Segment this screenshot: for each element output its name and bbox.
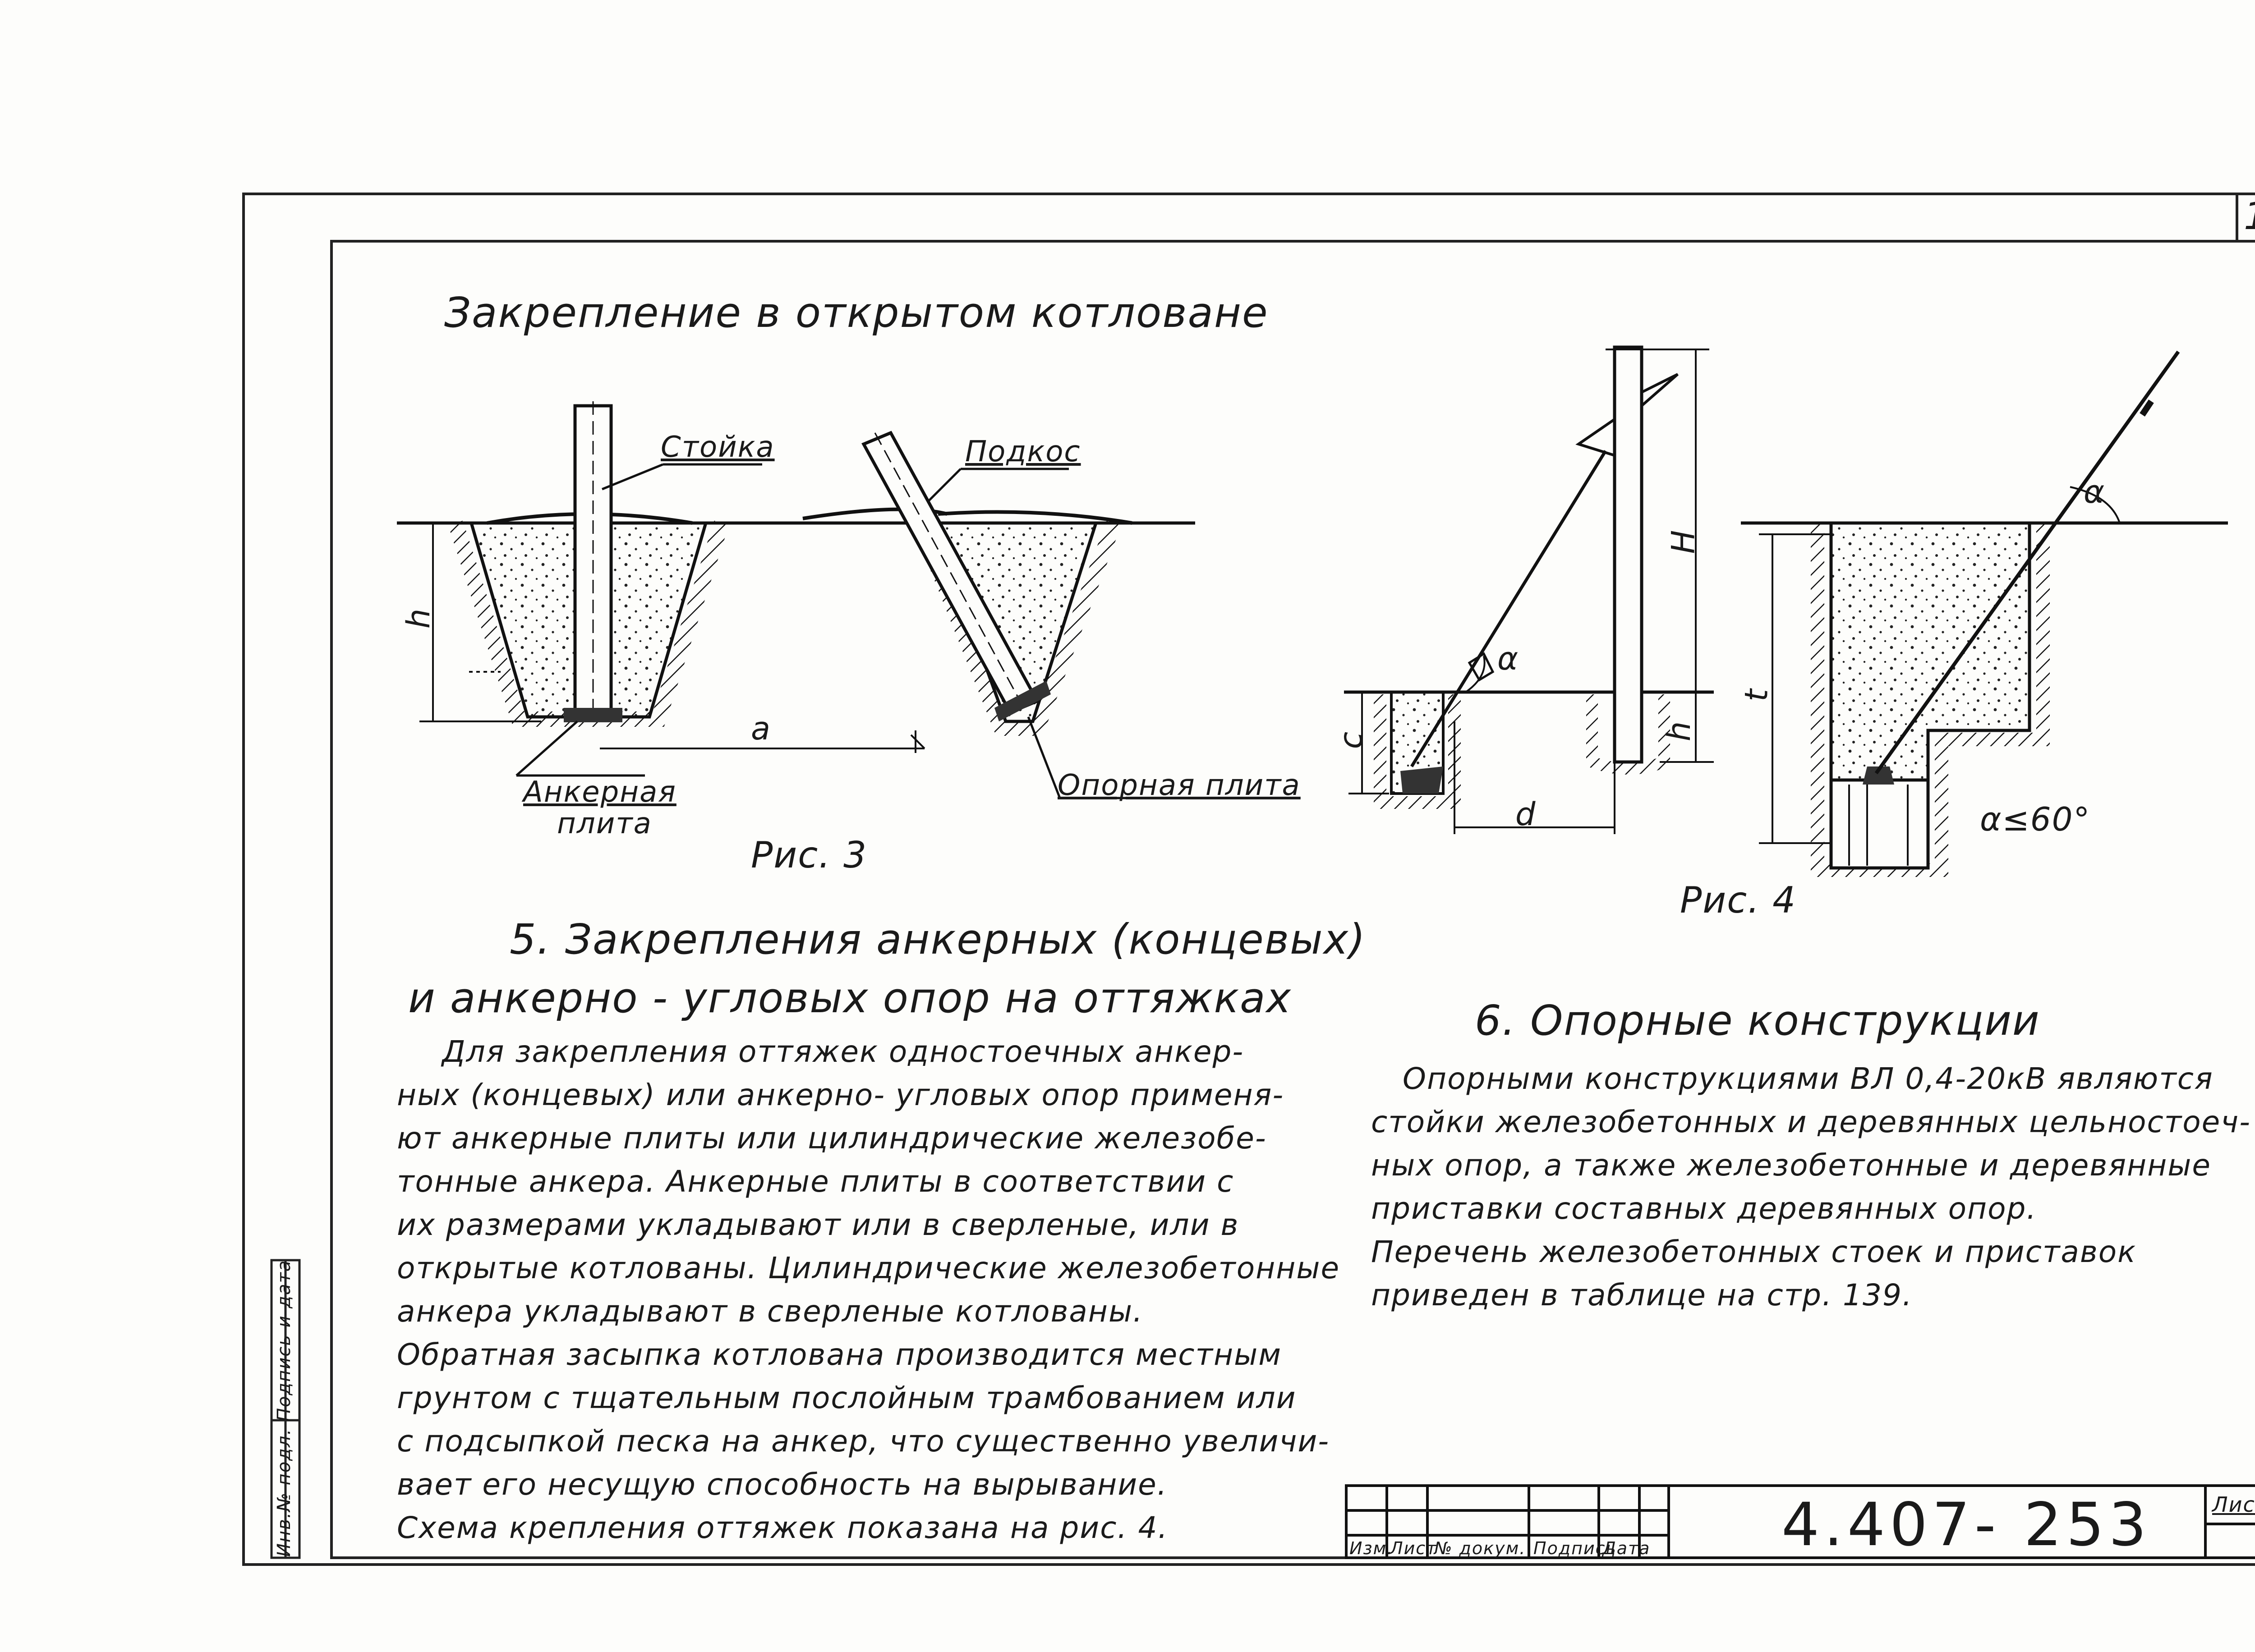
section5-line: ют анкерные плиты или цилиндрические жел… [397,1121,1267,1156]
fig4-alpha-note: α≤60° [1980,800,2091,838]
fig4-drawing [1344,345,2228,877]
fig4-alpha-left: α [1497,640,1519,677]
fig4-dim-d: d [1515,796,1537,833]
stamp-col-list: Лист [1390,1538,1437,1558]
section6-heading: 6. Опорные конструкции [1475,996,2040,1045]
stamp-sheet-label: Лист [2212,1492,2255,1517]
stamp-col-izm: Изм. [1349,1538,1394,1558]
section5-line: грунтом с тщательным послойным трамбован… [397,1381,1297,1415]
fig3-label-opornaya: Опорная плита [1058,769,1301,802]
section6-line: Перечень железобетонных стоек и приставо… [1371,1234,2136,1269]
section5-line: Схема крепления оттяжек показана на рис.… [397,1510,1169,1545]
section6-line: приставки составных деревянных опор. [1371,1191,2037,1226]
section5-line: анкера укладывают в сверленые котлованы. [397,1294,1144,1329]
stamp-doc-number: 4.407- 253 [1781,1490,2151,1560]
section6-line: стойки железобетонных и деревянных цельн… [1371,1105,2251,1139]
fig3-label-podkos: Подкос [965,435,1081,468]
section5-line: вает его несущую способность на вырывани… [397,1467,1168,1502]
page-number: 11 [2244,194,2255,238]
section5-line: ных (концевых) или анкерно- угловых опор… [397,1078,1284,1112]
stamp-col-date: Дата [1602,1538,1651,1558]
title-block-frame [1345,1484,2255,1559]
fig3-label-ankernaya-1: Анкерная [523,776,676,809]
section5-line: с подсыпкой песка на анкер, что существе… [397,1424,1330,1459]
sheet-frame [242,193,2255,1566]
fig3-caption: Рис. 3 [751,834,867,876]
fig4-caption: Рис. 4 [1680,879,1796,921]
section5-line: Обратная засыпка котлована производится … [397,1337,1282,1372]
fig4-anchor-rod [1874,350,2180,775]
side-stamp-text: Инв.№ подл. Подпись и дата [274,1259,295,1557]
fig3-dim-h: h [400,607,437,629]
fig3-label-ankernaya-2: плита [557,807,652,840]
fig4-dim-t: t [1738,688,1775,702]
section6-body: Опорными конструкциями ВЛ 0,4-20кВ являю… [1371,1064,2251,1324]
stamp-col-sign: Подпись [1533,1538,1617,1558]
section6-line: ных опор, а также железобетонные и дерев… [1371,1148,2211,1183]
fig4-dim-h: h [1661,720,1698,742]
section6-line: Опорными конструкциями ВЛ 0,4-20кВ являю… [1403,1061,2214,1096]
fig3-dim-a: a [751,710,771,747]
fig4-alpha-right: α [2084,473,2106,510]
section5-heading-1: 5. Закрепления анкерных (концевых) [510,915,1366,964]
fig4-dim-c: c [1332,730,1370,749]
fig4-dim-H: H [1665,529,1702,554]
side-stamp-frame [270,1259,301,1559]
fig3-anchor-plate [564,708,622,722]
fig4-guy-wire [1410,450,1607,767]
section5-line: открытые котлованы. Цилиндрические желез… [397,1251,1340,1285]
fig3-support-plate [994,681,1051,721]
fig3-drawing [397,401,1249,799]
section5-line: Для закрепления оттяжек одностоечных анк… [442,1034,1244,1069]
section5-line: их размерами укладывают или в сверленые,… [397,1207,1239,1242]
fig4-pole [1613,345,1643,764]
stamp-col-doc: № докум. [1434,1538,1526,1558]
section6-line: приведен в таблице на стр. 139. [1371,1278,1913,1312]
section5-heading-2: и анкерно - угловых опор на оттяжках [408,974,1292,1022]
section5-body: Для закрепления оттяжек одностоечных анк… [397,1037,1340,1556]
fig3-title: Закрепление в открытом котловане [444,289,1269,337]
fig3-label-stoika: Стойка [661,431,775,464]
section5-line: тонные анкера. Анкерные плиты в соответс… [397,1164,1234,1199]
